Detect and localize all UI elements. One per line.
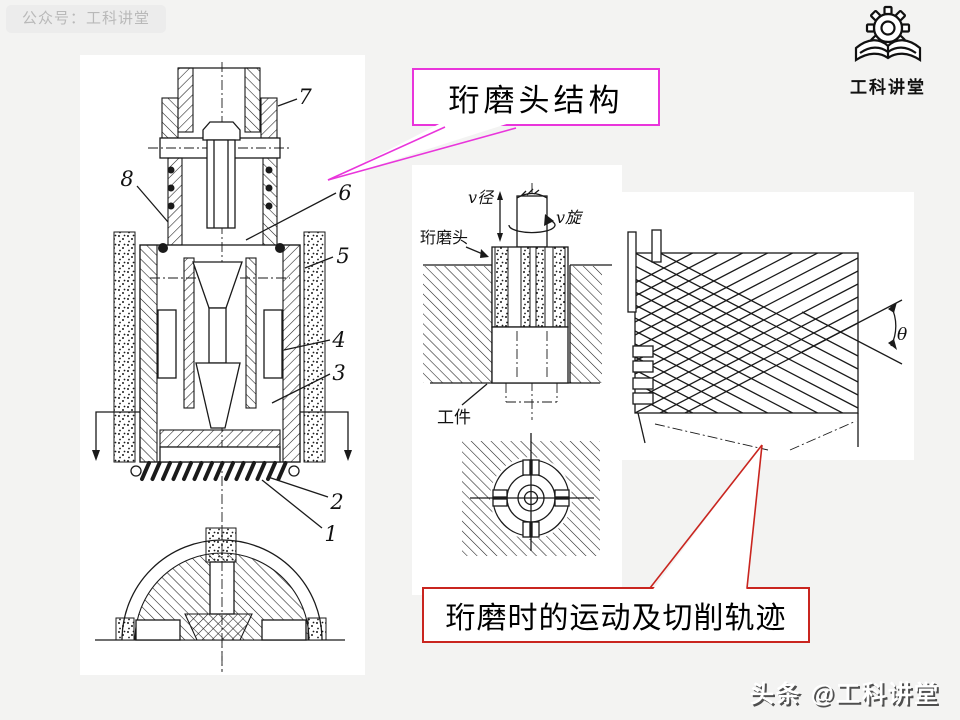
theta-label: θ [897, 325, 907, 345]
brand-logo: 工科讲堂 [830, 4, 946, 98]
workpiece-label: 工件 [437, 408, 471, 427]
callout-top-label: 珩磨头结构 [448, 82, 624, 118]
head-label: 珩磨头 [420, 229, 468, 247]
fig-honing-head-structure: 7 8 6 5 4 3 2 1 [92, 62, 352, 672]
part-number-6: 6 [338, 181, 351, 205]
fig-honing-motion: v径 v旋 珩磨头 工件 [420, 183, 612, 556]
part-number-3: 3 [332, 361, 345, 385]
callout-box-hone-head-structure: 珩磨头结构 [412, 68, 660, 126]
gear-book-icon [854, 5, 922, 63]
part-number-1: 1 [324, 522, 337, 546]
part-number-2: 2 [329, 490, 343, 514]
part-leader-lines [136, 98, 337, 529]
v-rotary-label: v旋 [556, 208, 584, 227]
v-radial-label: v径 [468, 188, 495, 207]
part-number-8: 8 [120, 167, 133, 191]
stone-slots [492, 459, 570, 538]
part-number-4: 4 [331, 328, 345, 352]
part-number-7: 7 [298, 85, 312, 109]
watermark: 头条 @工科讲堂 [749, 681, 940, 708]
spring-coil [140, 461, 288, 481]
brand-logo-label: 工科讲堂 [850, 78, 926, 97]
callout-bottom-label: 珩磨时的运动及切削轨迹 [445, 602, 787, 635]
fig-cutting-trajectory: θ [627, 229, 907, 451]
stone-marks [632, 345, 654, 405]
account-badge: 公众号：工科讲堂 [6, 5, 167, 33]
part-number-5: 5 [336, 244, 349, 268]
callout-box-trajectory: 珩磨时的运动及切削轨迹 [422, 587, 810, 643]
trajectory-weave [635, 253, 858, 413]
